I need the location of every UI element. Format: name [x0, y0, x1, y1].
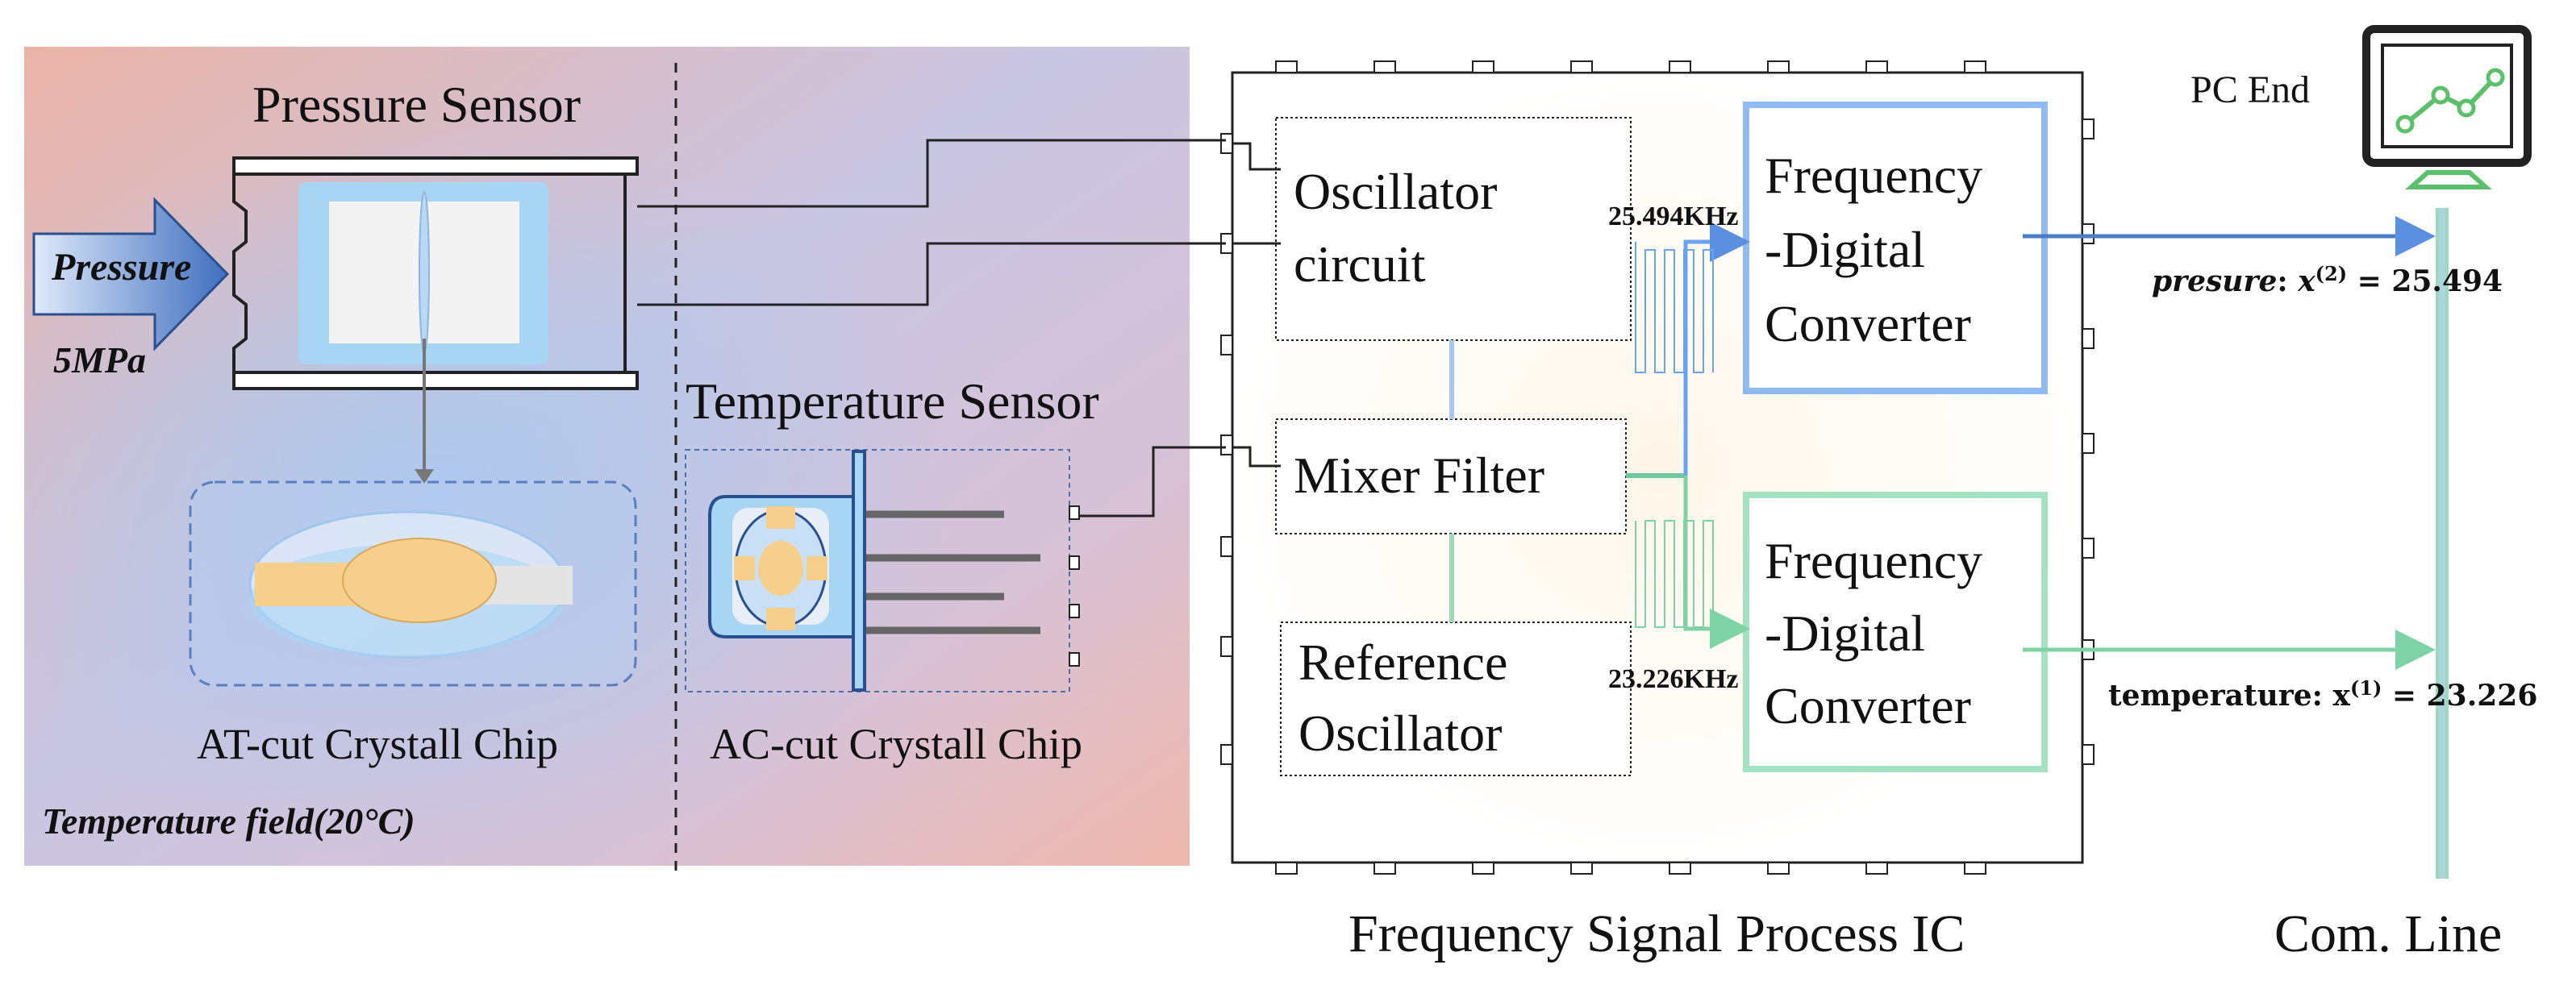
- com-line-bar: [2436, 208, 2449, 879]
- pressure-output-value: 25.494: [2391, 264, 2503, 298]
- mixer-filter-label: Mixer Filter: [1294, 447, 1545, 504]
- fdc1-label-1: Frequency: [1765, 147, 1983, 204]
- fdc1-block: [1743, 102, 2048, 394]
- reference-oscillator-block: [1280, 622, 1632, 776]
- pressure-frequency-label: 25.494KHz: [1608, 202, 1739, 231]
- pressure-arrow-icon: [32, 197, 230, 351]
- fdc2-label-3: Converter: [1765, 677, 1971, 734]
- pressure-label: Pressure: [52, 246, 192, 289]
- output-connections: [2023, 216, 2436, 670]
- temperature-field-label: Temperature field(20°C): [42, 800, 415, 842]
- reference-label-1: Reference: [1298, 634, 1508, 691]
- temperature-output-name: temperature: [2108, 679, 2312, 713]
- pressure-sensor-title: Pressure Sensor: [252, 76, 581, 133]
- pc-end-label: PC End: [2190, 69, 2311, 111]
- temperature-output-sup: (1): [2349, 676, 2382, 700]
- fdc2-label-2: -Digital: [1765, 605, 1926, 662]
- pressure-sensor-wires: [637, 139, 1281, 518]
- temperature-waveform: [1635, 520, 1714, 628]
- pressure-output-name: presure: [2152, 264, 2278, 298]
- ic-title: Frequency Signal Process IC: [1348, 904, 1965, 963]
- temperature-sensor-icon: [685, 449, 1080, 692]
- pressure-sensor-housing: [232, 156, 639, 484]
- fdc1-label-2: -Digital: [1765, 221, 1926, 278]
- pressure-value: 5MPa: [53, 339, 146, 380]
- temperature-field-region: [24, 47, 1190, 875]
- ac-chip-label: AC-cut Crystall Chip: [710, 720, 1082, 768]
- temperature-output-value: 23.226: [2426, 679, 2538, 713]
- com-line-label: Com. Line: [2274, 904, 2503, 963]
- oscillator-label-2: circuit: [1294, 235, 1426, 293]
- pressure-output-sup: (2): [2315, 262, 2348, 285]
- at-cut-chip-icon: [189, 480, 637, 687]
- pressure-output-reading: presure: x(2) = 25.494: [2152, 262, 2503, 298]
- temperature-frequency-label: 23.226KHz: [1608, 664, 1739, 694]
- fdc2-block: [1743, 492, 2048, 772]
- oscillator-block: [1275, 117, 1632, 341]
- pc-monitor-icon: [2362, 25, 2532, 189]
- fdc1-label-3: Converter: [1765, 295, 1971, 352]
- at-chip-label: AT-cut Crystall Chip: [197, 720, 559, 768]
- fdc2-label-1: Frequency: [1765, 532, 1983, 589]
- temperature-sensor-title: Temperature Sensor: [686, 372, 1099, 430]
- pressure-waveform: [1635, 242, 1714, 373]
- oscillator-label-1: Oscillator: [1294, 163, 1498, 220]
- temperature-output-reading: temperature: x(1) = 23.226: [2108, 676, 2538, 713]
- internal-connections: [1449, 222, 1750, 649]
- reference-label-2: Oscillator: [1298, 705, 1503, 762]
